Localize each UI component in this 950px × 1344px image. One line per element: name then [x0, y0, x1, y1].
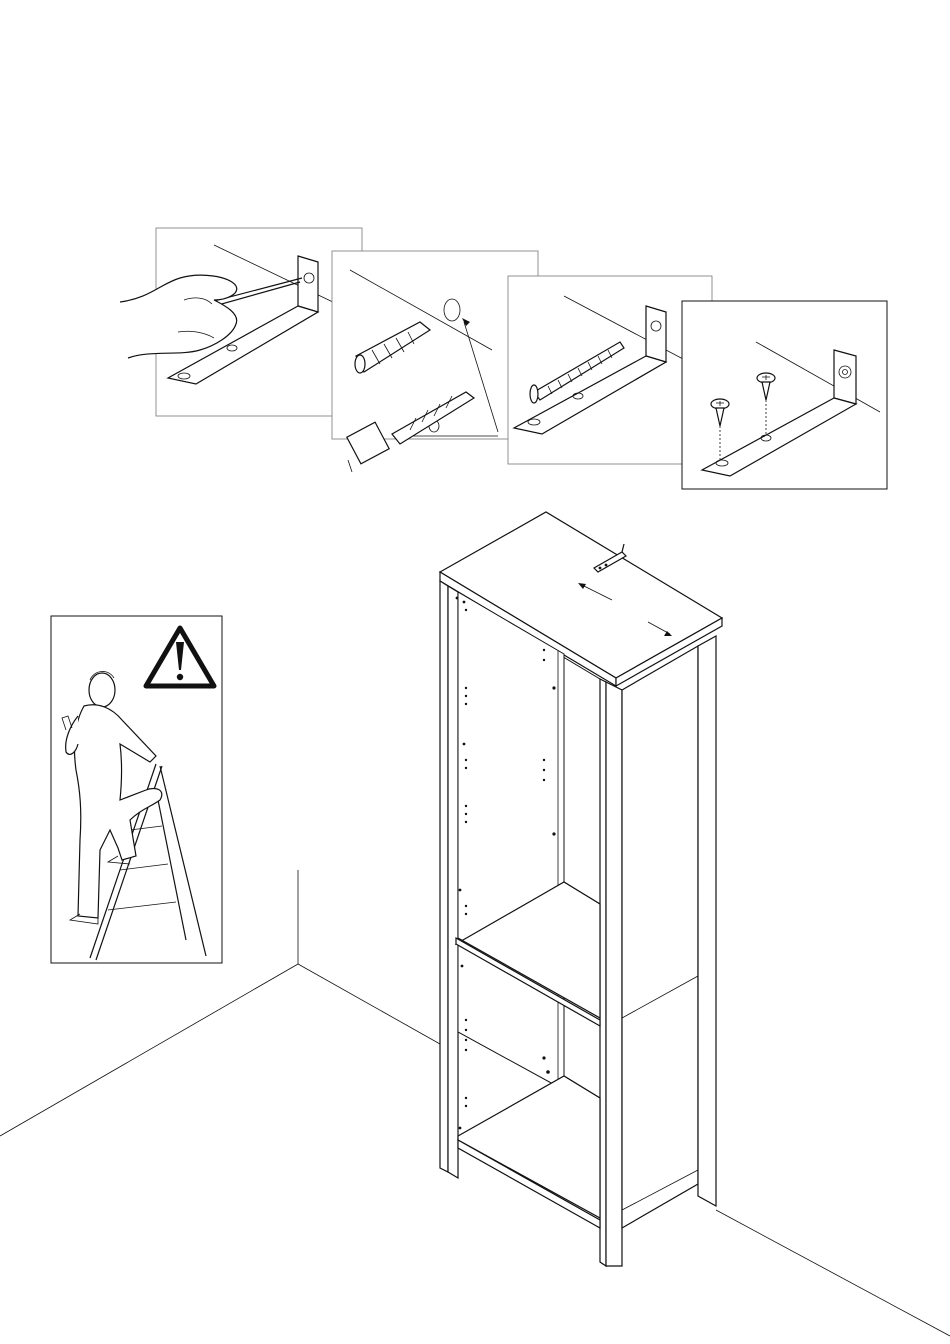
warning-panel: [51, 616, 222, 963]
cabinet-illustration: [440, 512, 722, 1266]
step-4-screws: [682, 301, 887, 489]
step-1-mark-hole: [120, 228, 362, 416]
step-2-drill-plug: [332, 251, 538, 472]
step-3-screw-bracket: [508, 276, 712, 464]
